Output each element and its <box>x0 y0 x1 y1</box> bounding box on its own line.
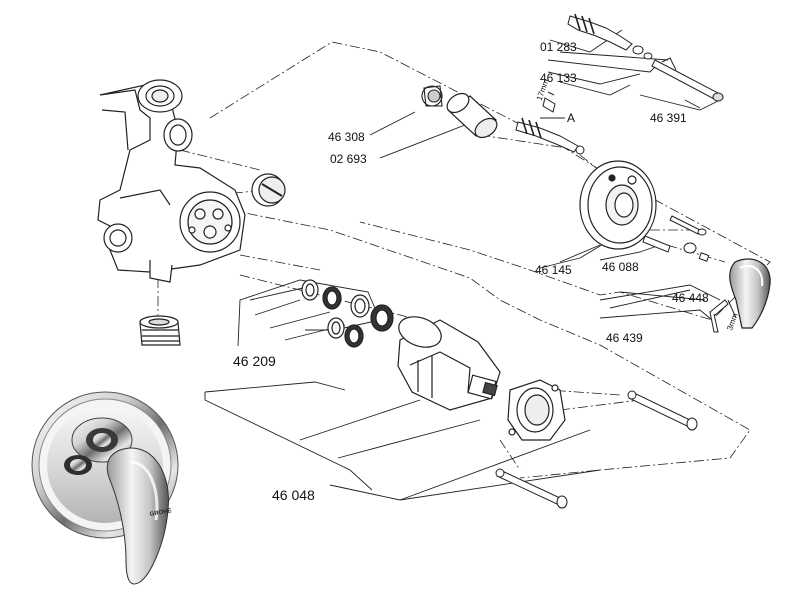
label-46308: 46 308 <box>328 130 365 144</box>
label-46439: 46 439 <box>606 331 643 345</box>
part-01283-cartridge <box>567 13 653 60</box>
label-46391: 46 391 <box>650 111 687 125</box>
valve-body <box>97 79 246 283</box>
finished-fitting-illustration: GROHE <box>31 391 179 585</box>
label-46145: 46 145 <box>535 263 572 277</box>
mounting-flange <box>507 379 566 441</box>
part-46391-spindle <box>651 57 724 102</box>
extension-rods <box>495 390 698 509</box>
part-a-cartridge <box>515 117 585 155</box>
label-46133: 46 133 <box>540 71 577 85</box>
wrench-17mm-icon <box>542 91 556 113</box>
threaded-plug <box>139 315 181 346</box>
allen-key-3mm-icon <box>709 299 737 333</box>
label-02693: 02 693 <box>330 152 367 166</box>
sealing-cap <box>251 173 286 207</box>
label-01283: 01 283 <box>540 40 577 54</box>
label-46448: 46 448 <box>672 291 709 305</box>
part-46048-cartridge <box>397 316 501 411</box>
part-46145-rosette <box>579 160 657 250</box>
part-46088-screws <box>642 215 710 262</box>
part-46448-lever <box>729 258 771 329</box>
part-02693-sleeve <box>446 92 498 139</box>
part-46308-insert <box>421 85 443 107</box>
label-a: A <box>567 111 576 125</box>
label-46048: 46 048 <box>272 487 315 503</box>
brand-mark: GROHE <box>149 508 172 518</box>
part-46209-seal-set <box>301 279 394 348</box>
label-46088: 46 088 <box>602 260 639 274</box>
label-46209: 46 209 <box>233 353 276 369</box>
